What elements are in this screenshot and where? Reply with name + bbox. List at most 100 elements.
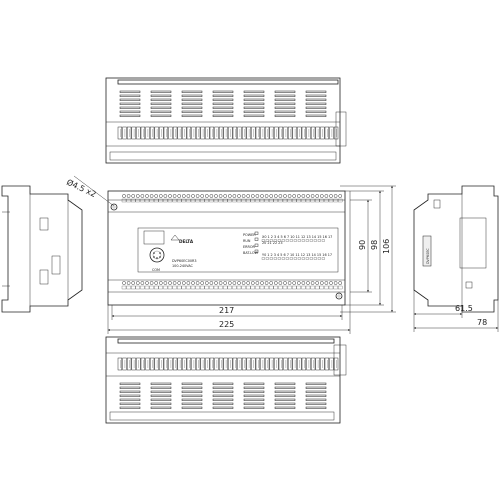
vent-slat (212, 390, 234, 393)
vent-slat (274, 110, 296, 113)
vent-slat (150, 98, 172, 101)
terminal-slot (329, 357, 334, 371)
terminal-cell (158, 285, 163, 290)
input-led (261, 239, 265, 242)
terminal-slot (287, 126, 293, 140)
input-led (273, 239, 277, 242)
terminal-slot (172, 357, 178, 371)
terminal-cell (319, 285, 324, 290)
terminal-cell (292, 198, 297, 203)
vent-slat (212, 406, 234, 409)
terminal-screw (315, 281, 320, 285)
terminal-slot (122, 357, 127, 371)
terminal-cell (278, 285, 283, 290)
terminal-screw (163, 194, 168, 198)
terminal-slot (228, 357, 233, 371)
vent-slat (305, 106, 327, 109)
terminal-cell (144, 285, 150, 290)
vent-slat (212, 110, 234, 113)
terminal-cell (200, 198, 205, 203)
terminal-slot (223, 126, 228, 140)
vent-slat (119, 386, 141, 389)
vent-slat (119, 94, 141, 97)
terminal-slot (301, 126, 307, 140)
vent-slat (305, 406, 327, 409)
input-led (285, 239, 289, 242)
terminal-slot (214, 126, 219, 140)
terminal-screw (135, 194, 140, 198)
led-label-error: ERROR (243, 245, 256, 249)
terminal-slot (246, 357, 251, 371)
terminal-cell (158, 198, 163, 203)
terminal-screw (158, 281, 163, 285)
terminal-cell (149, 198, 154, 203)
terminal-screw (218, 194, 223, 198)
vent-slat (212, 106, 234, 109)
terminal-cell (324, 198, 329, 203)
terminal-screw (329, 194, 333, 198)
terminal-slot (333, 126, 339, 140)
vent-slat (274, 94, 296, 97)
y-row-1: Y0 1 2 3 4 5 6 7 10 11 12 13 14 15 16 17 (262, 253, 332, 257)
terminal-cell (282, 198, 288, 203)
terminal-slot (232, 357, 238, 371)
vent-slat (181, 90, 203, 93)
terminal-cell (209, 285, 214, 290)
vent-slat (243, 406, 265, 409)
terminal-screw (237, 194, 241, 198)
terminal-cell (126, 198, 131, 203)
terminal-cell (154, 198, 159, 203)
terminal-cell (213, 285, 219, 290)
terminal-slot (122, 126, 127, 140)
vent-slat (243, 386, 265, 389)
terminal-cell (301, 285, 306, 290)
terminal-cell (278, 198, 283, 203)
terminal-cell (338, 198, 343, 203)
terminal-screw (140, 194, 145, 198)
output-led (293, 257, 297, 260)
terminal-screw (296, 281, 301, 285)
status-led-labels: POWER RUN ERROR BAT.LOW (243, 233, 259, 255)
terminal-screw (310, 194, 315, 198)
vent-slat (243, 102, 265, 105)
terminal-slot (177, 126, 182, 140)
terminal-screw (168, 281, 172, 285)
terminal-slot (218, 357, 224, 371)
terminal-screw (186, 194, 191, 198)
vent-slat (243, 106, 265, 109)
vent-slat (274, 398, 296, 401)
terminal-slot (131, 357, 136, 371)
vent-slat (150, 386, 172, 389)
terminal-cell (236, 285, 242, 290)
vent-slat (150, 102, 172, 105)
terminal-screw (333, 281, 338, 285)
front-view: COM DELTA DVP60EC00R3 100-240VAC POWER R… (107, 190, 351, 306)
terminal-slot (297, 357, 302, 371)
model-voltage: 100-240VAC (172, 264, 194, 268)
vent-slat (119, 102, 141, 105)
terminal-cell (255, 285, 260, 290)
vent-slat (119, 382, 141, 385)
terminal-slot (315, 357, 320, 371)
vent-slat (243, 390, 265, 393)
terminal-screw (218, 281, 223, 285)
vent-slat (181, 94, 203, 97)
terminal-screw (227, 281, 232, 285)
front-top-terminal-block (121, 194, 343, 203)
terminal-screw (131, 194, 136, 198)
terminal-cell (269, 285, 274, 290)
terminal-cell (236, 198, 242, 203)
terminal-screw (246, 194, 251, 198)
terminal-slot (172, 126, 178, 140)
input-led (321, 239, 325, 242)
vent-slat (274, 102, 296, 105)
vent-slat (274, 402, 296, 405)
vent-slat (243, 94, 265, 97)
terminal-cell (135, 285, 140, 290)
height-90: 90 (358, 240, 367, 250)
vent-slat (274, 90, 296, 93)
terminal-slot (324, 126, 330, 140)
status-led (254, 237, 259, 241)
vent-slat (305, 390, 327, 393)
